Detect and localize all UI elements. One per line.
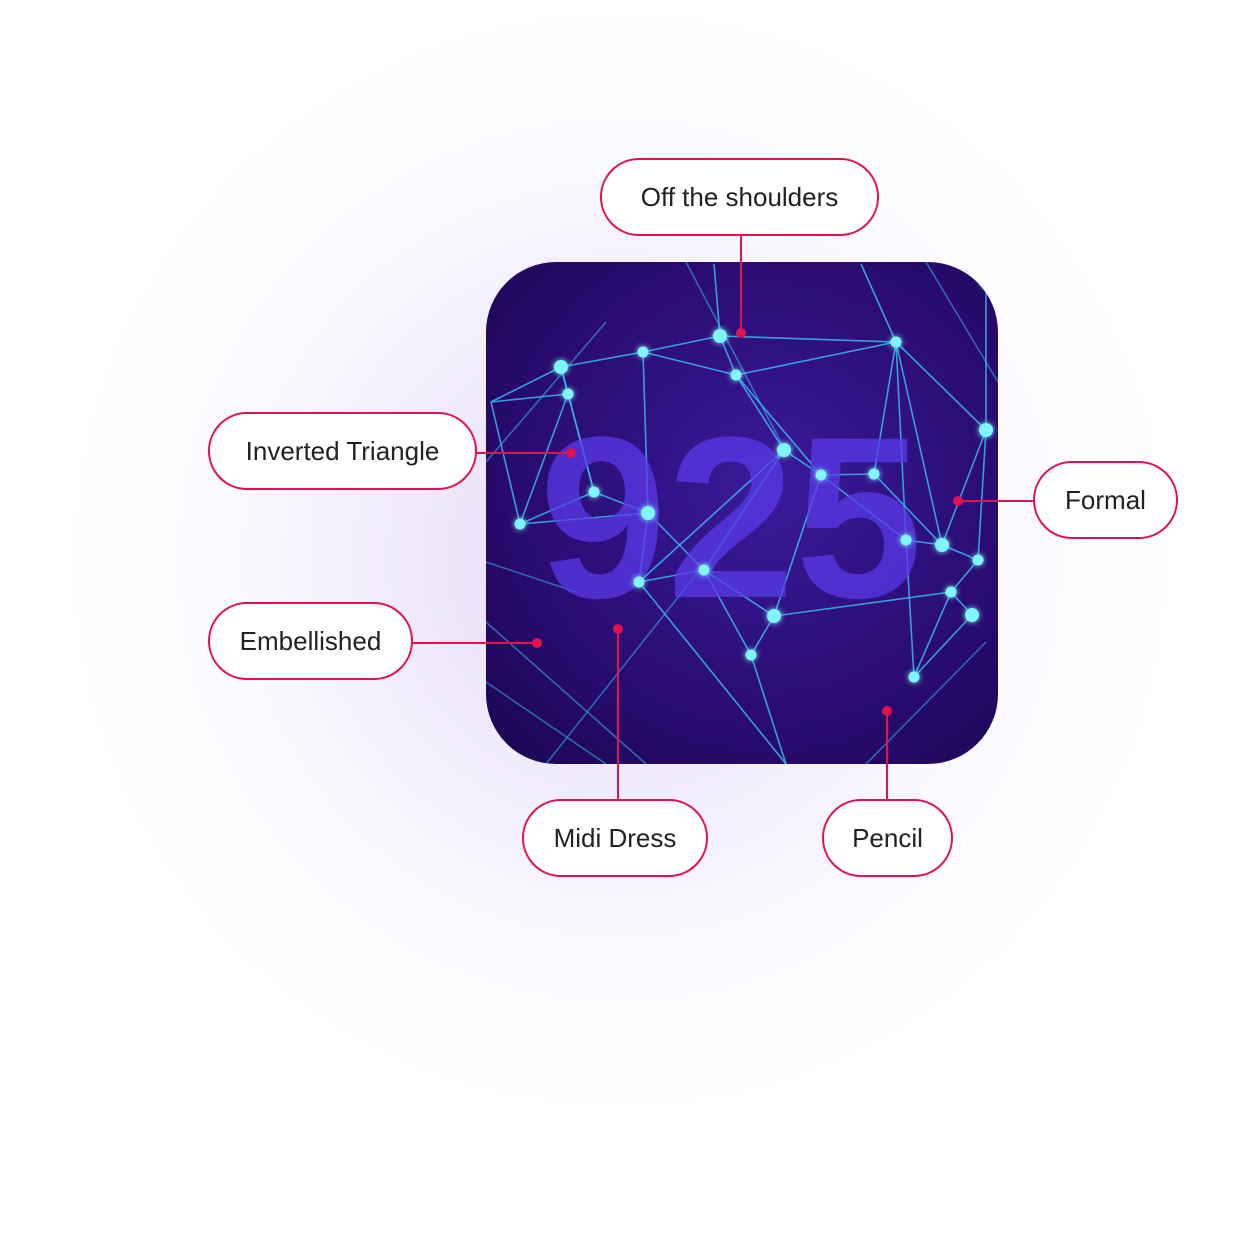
network-node: [633, 576, 645, 588]
network-edge: [873, 473, 943, 546]
network-edge: [519, 512, 649, 525]
network-edge: [860, 263, 897, 343]
network-edge: [638, 569, 705, 583]
network-node: [908, 671, 920, 683]
network-edge: [519, 491, 595, 525]
network-edge: [913, 591, 952, 678]
network-node: [554, 360, 568, 374]
network-node: [900, 534, 912, 546]
network-edge: [490, 401, 521, 525]
network-edge: [638, 581, 787, 764]
network-edge: [895, 341, 943, 546]
network-edge: [735, 341, 897, 376]
network-node: [745, 649, 757, 661]
label-formal: Formal: [1033, 461, 1178, 539]
network-edge: [735, 374, 785, 451]
anchor-dot-off-shoulders: [736, 328, 746, 338]
network-edge: [490, 366, 562, 403]
anchor-dot-midi-dress: [613, 624, 623, 634]
network-edge: [545, 561, 707, 764]
label-midi-dress: Midi Dress: [522, 799, 708, 877]
network-edge: [560, 366, 595, 493]
network-edge: [638, 512, 649, 583]
network-edge: [773, 591, 952, 617]
network-edge: [750, 654, 787, 764]
network-edge: [895, 341, 987, 431]
network-node: [979, 423, 993, 437]
network-node: [945, 586, 957, 598]
network-edge: [642, 351, 649, 514]
network-edge: [685, 262, 787, 453]
network-edge: [642, 335, 721, 353]
network-edge: [913, 614, 973, 678]
network-edge: [642, 351, 737, 376]
network-edge: [950, 559, 979, 593]
network-node: [935, 538, 949, 552]
anchor-dot-embellished: [532, 638, 542, 648]
network-node: [514, 518, 526, 530]
network-edge: [783, 449, 822, 476]
network-edge: [703, 569, 752, 656]
network-edge: [719, 335, 737, 376]
network-edge: [638, 449, 785, 583]
network-edge: [895, 341, 907, 541]
network-edge: [593, 491, 649, 514]
network-edge: [486, 621, 647, 764]
network-edge: [486, 681, 607, 764]
anchor-dot-inverted-triangle: [566, 448, 576, 458]
network-node: [868, 468, 880, 480]
label-off-the-shoulders: Off the shoulders: [600, 158, 879, 236]
network-edge: [773, 474, 822, 617]
network-edge: [703, 569, 775, 617]
network-node: [965, 608, 979, 622]
network-edge: [490, 393, 569, 403]
network-edge: [873, 341, 897, 475]
network-edge: [905, 539, 915, 678]
network-node: [777, 443, 791, 457]
network-node: [890, 336, 902, 348]
network-node: [588, 486, 600, 498]
network-edge: [820, 473, 875, 476]
network-edge: [941, 429, 987, 546]
label-inverted-triangle: Inverted Triangle: [208, 412, 477, 490]
network-node: [730, 369, 742, 381]
network-node: [698, 564, 710, 576]
network-node: [641, 506, 655, 520]
network-edge: [560, 351, 644, 368]
network-edge: [647, 512, 705, 571]
network-edge: [486, 321, 607, 463]
network-node: [562, 388, 574, 400]
label-embellished: Embellished: [208, 602, 413, 680]
anchor-dot-formal: [953, 496, 963, 506]
network-node: [767, 609, 781, 623]
network-image: 925: [486, 262, 998, 764]
network-edge: [519, 393, 569, 525]
network-edge: [735, 374, 822, 476]
network-node: [815, 469, 827, 481]
network-node: [713, 329, 727, 343]
network-graphic: 925: [486, 262, 998, 764]
network-edge: [750, 615, 775, 656]
network-edge: [977, 429, 987, 561]
network-nodes: [514, 276, 993, 683]
network-edge: [486, 561, 577, 593]
network-node: [637, 346, 649, 358]
network-edge: [925, 262, 998, 383]
network-edge: [820, 474, 907, 541]
anchor-dot-pencil: [882, 706, 892, 716]
network-edge: [719, 335, 897, 343]
label-pencil: Pencil: [822, 799, 953, 877]
network-edge: [703, 449, 785, 571]
network-node: [972, 554, 984, 566]
center-number: 925: [539, 389, 923, 646]
